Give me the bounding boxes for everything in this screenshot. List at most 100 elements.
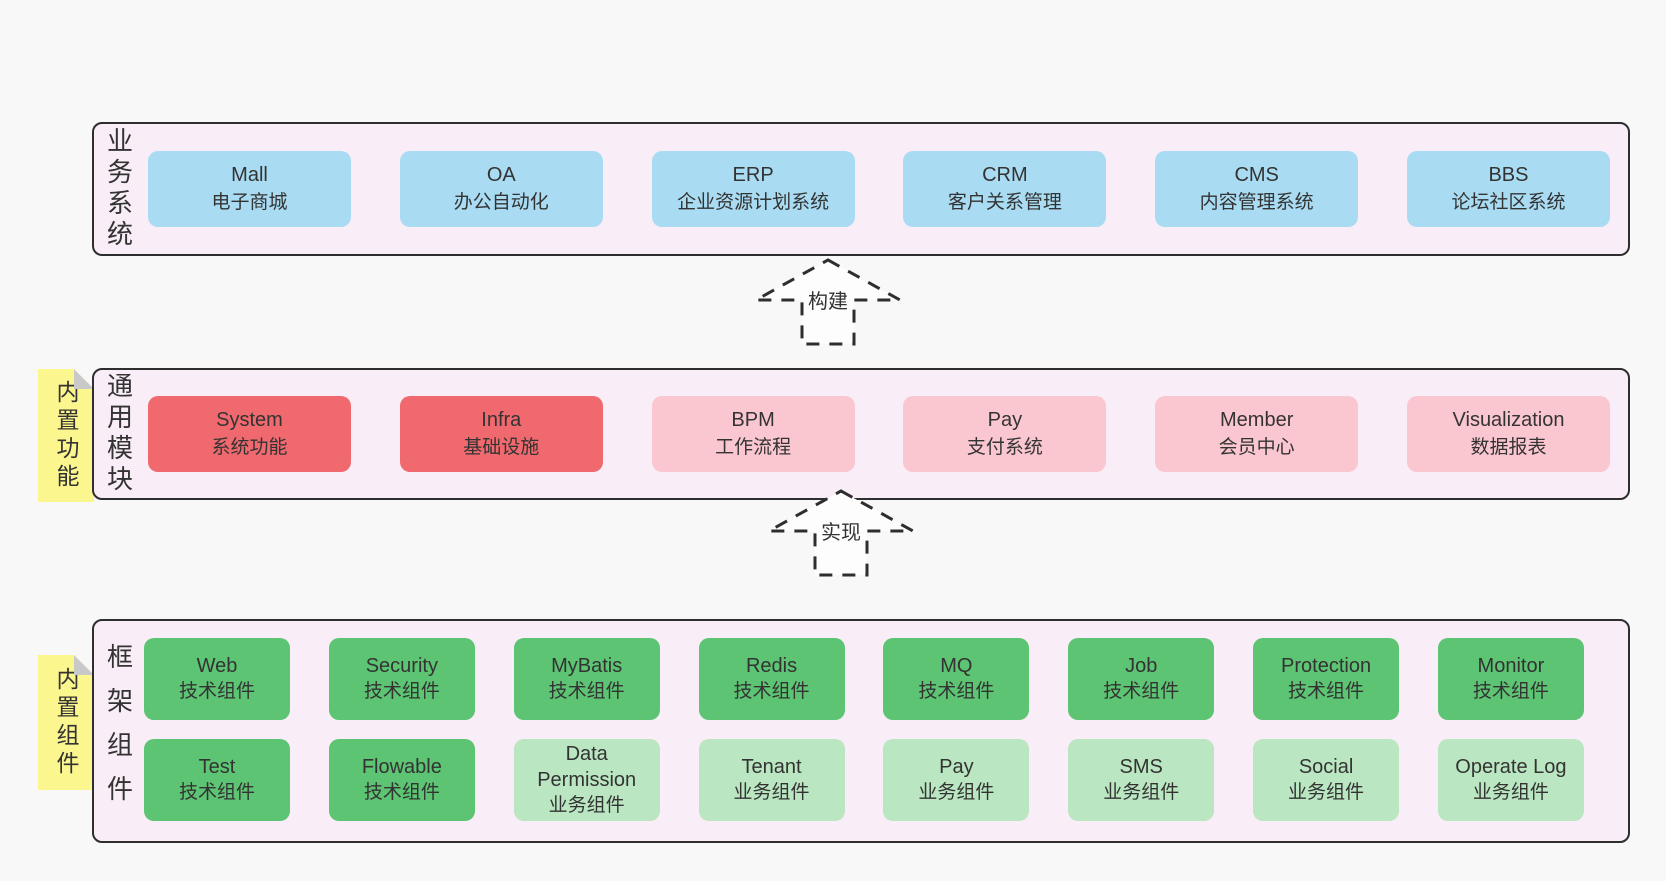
box-pay-module-name: Pay bbox=[987, 409, 1023, 431]
box-system-desc: 系统功能 bbox=[211, 437, 288, 458]
box-tenant-desc: 业务组件 bbox=[733, 782, 810, 803]
box-flowable-name: Flowable bbox=[361, 756, 442, 778]
implement-arrow-label-bg bbox=[817, 518, 865, 546]
box-tenant: Tenant 业务组件 bbox=[698, 739, 845, 821]
box-operate-log-desc: 业务组件 bbox=[1472, 782, 1549, 803]
box-security-name: Security bbox=[365, 655, 438, 677]
box-bbs-desc: 论坛社区系统 bbox=[1451, 192, 1566, 213]
box-mybatis-name: MyBatis bbox=[551, 655, 623, 677]
box-infra: Infra 基础设施 bbox=[399, 396, 603, 472]
build-arrow-label: 构建 bbox=[808, 290, 848, 313]
box-monitor-desc: 技术组件 bbox=[1472, 681, 1549, 702]
build-arrow-label-bg bbox=[804, 287, 852, 315]
build-arrow: 构建 bbox=[752, 258, 904, 346]
box-mybatis: MyBatis 技术组件 bbox=[513, 638, 660, 720]
box-infra-name: Infra bbox=[481, 409, 522, 431]
box-crm-desc: 客户关系管理 bbox=[947, 192, 1062, 213]
box-visualization: Visualization 数据报表 bbox=[1406, 396, 1610, 472]
box-operate-log: Operate Log 业务组件 bbox=[1437, 739, 1584, 821]
layer-framework-components: 框架组件 Web 技术组件 Security 技术组件 MyBatis 技术组件… bbox=[92, 619, 1630, 843]
sticky-built-in-features: 内置功能 bbox=[38, 369, 94, 502]
implement-arrow: 实现 bbox=[765, 489, 917, 577]
box-sms-name: SMS bbox=[1119, 756, 1163, 778]
box-protection-name: Protection bbox=[1281, 655, 1372, 677]
box-job-name: Job bbox=[1125, 655, 1158, 677]
box-operate-log-name: Operate Log bbox=[1455, 756, 1567, 778]
box-job: Job 技术组件 bbox=[1068, 638, 1215, 720]
box-bbs: BBS 论坛社区系统 bbox=[1406, 151, 1610, 227]
box-data-permission-desc: 业务组件 bbox=[548, 795, 625, 816]
sticky-built-in-components: 内置组件 bbox=[38, 655, 94, 790]
box-crm-name: CRM bbox=[982, 164, 1028, 186]
implement-arrow-label: 实现 bbox=[821, 521, 861, 544]
box-system-name: System bbox=[216, 409, 283, 431]
layer-common-modules: 通用模块 System 系统功能 Infra 基础设施 BPM 工作流程 Pay… bbox=[92, 368, 1630, 500]
box-social-name: Social bbox=[1298, 756, 1354, 778]
box-bbs-name: BBS bbox=[1488, 164, 1529, 186]
common-modules-row: System 系统功能 Infra 基础设施 BPM 工作流程 Pay 支付系统… bbox=[144, 370, 1628, 498]
box-protection: Protection 技术组件 bbox=[1253, 638, 1400, 720]
box-mq: MQ 技术组件 bbox=[883, 638, 1030, 720]
box-erp-name: ERP bbox=[732, 164, 774, 186]
box-security-desc: 技术组件 bbox=[363, 681, 440, 702]
box-monitor-name: Monitor bbox=[1477, 655, 1545, 677]
box-flowable: Flowable 技术组件 bbox=[328, 739, 475, 821]
box-pay-component: Pay 业务组件 bbox=[883, 739, 1030, 821]
box-mall-desc: 电子商城 bbox=[211, 192, 288, 213]
box-visualization-name: Visualization bbox=[1452, 409, 1565, 431]
box-pay-module: Pay 支付系统 bbox=[903, 396, 1107, 472]
box-cms-desc: 内容管理系统 bbox=[1199, 192, 1314, 213]
box-data-permission: Data Permission 业务组件 bbox=[513, 739, 660, 821]
box-test-desc: 技术组件 bbox=[178, 782, 255, 803]
box-mall-name: Mall bbox=[231, 164, 268, 186]
layer-business-systems-label: 业务系统 bbox=[103, 127, 134, 251]
box-social: Social 业务组件 bbox=[1253, 739, 1400, 821]
layer-business-systems: 业务系统 Mall 电子商城 OA 办公自动化 ERP 企业资源计划系统 CRM… bbox=[92, 122, 1630, 256]
box-redis-name: Redis bbox=[745, 655, 798, 677]
box-oa-name: OA bbox=[486, 164, 516, 186]
sticky-fold-icon bbox=[74, 655, 94, 675]
box-redis-desc: 技术组件 bbox=[733, 681, 810, 702]
box-test-name: Test bbox=[198, 756, 236, 778]
box-web-desc: 技术组件 bbox=[178, 681, 255, 702]
box-pay-module-desc: 支付系统 bbox=[966, 437, 1043, 458]
box-tenant-name: Tenant bbox=[741, 756, 802, 778]
box-flowable-desc: 技术组件 bbox=[363, 782, 440, 803]
layer-framework-components-label: 框架组件 bbox=[103, 643, 134, 819]
box-web: Web 技术组件 bbox=[144, 638, 290, 720]
box-cms: CMS 内容管理系统 bbox=[1155, 151, 1359, 227]
box-sms-desc: 业务组件 bbox=[1103, 782, 1180, 803]
box-security: Security 技术组件 bbox=[328, 638, 475, 720]
sticky-built-in-features-label: 内置功能 bbox=[53, 379, 79, 492]
box-bpm: BPM 工作流程 bbox=[651, 396, 855, 472]
box-visualization-desc: 数据报表 bbox=[1470, 437, 1547, 458]
framework-components-rows: Web 技术组件 Security 技术组件 MyBatis 技术组件 Redi… bbox=[144, 621, 1628, 841]
box-member: Member 会员中心 bbox=[1155, 396, 1359, 472]
box-erp-desc: 企业资源计划系统 bbox=[677, 192, 830, 213]
box-mybatis-desc: 技术组件 bbox=[548, 681, 625, 702]
box-pay-component-name: Pay bbox=[939, 756, 974, 778]
framework-components-row-2: Test 技术组件 Flowable 技术组件 Data Permission … bbox=[144, 739, 1584, 821]
box-member-desc: 会员中心 bbox=[1218, 437, 1295, 458]
box-mall: Mall 电子商城 bbox=[148, 151, 351, 227]
framework-components-row-1: Web 技术组件 Security 技术组件 MyBatis 技术组件 Redi… bbox=[144, 638, 1584, 720]
box-monitor: Monitor 技术组件 bbox=[1437, 638, 1584, 720]
box-member-name: Member bbox=[1220, 409, 1294, 431]
box-job-desc: 技术组件 bbox=[1103, 681, 1180, 702]
box-pay-component-desc: 业务组件 bbox=[918, 782, 995, 803]
box-web-name: Web bbox=[196, 655, 238, 677]
box-test: Test 技术组件 bbox=[144, 739, 290, 821]
business-systems-row: Mall 电子商城 OA 办公自动化 ERP 企业资源计划系统 CRM 客户关系… bbox=[144, 124, 1628, 254]
box-data-permission-name: Data Permission bbox=[537, 743, 637, 791]
box-bpm-desc: 工作流程 bbox=[715, 437, 792, 458]
box-infra-desc: 基础设施 bbox=[463, 437, 540, 458]
box-bpm-name: BPM bbox=[731, 409, 775, 431]
box-protection-desc: 技术组件 bbox=[1288, 681, 1365, 702]
box-system: System 系统功能 bbox=[148, 396, 351, 472]
box-cms-name: CMS bbox=[1234, 164, 1279, 186]
box-oa: OA 办公自动化 bbox=[399, 151, 603, 227]
box-redis: Redis 技术组件 bbox=[698, 638, 845, 720]
box-erp: ERP 企业资源计划系统 bbox=[651, 151, 855, 227]
sticky-built-in-components-label: 内置组件 bbox=[53, 666, 79, 779]
